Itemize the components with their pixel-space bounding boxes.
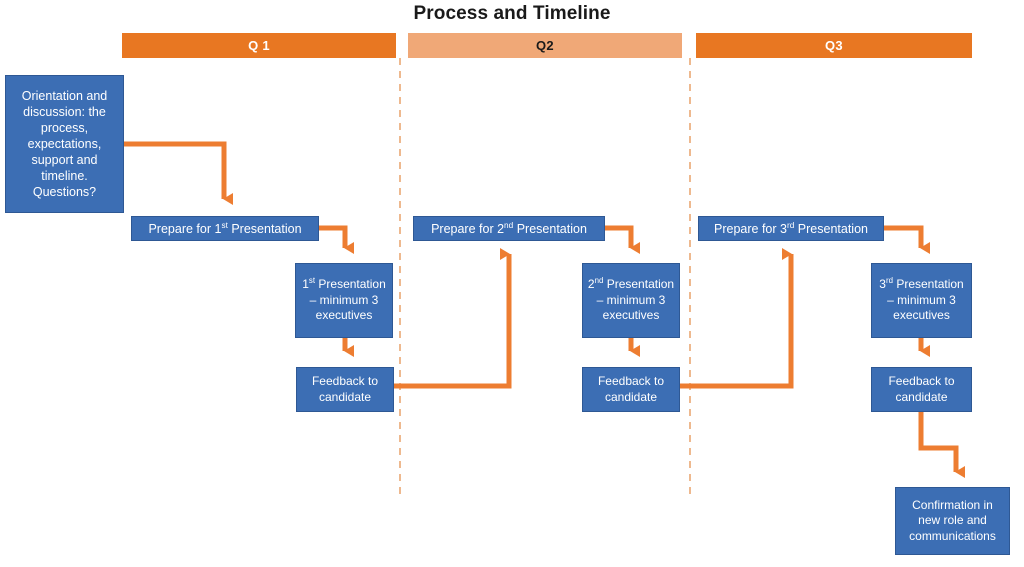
orientation-and-discussion-box[interactable]: Orientation and discussion: the process,… (5, 75, 124, 213)
connector-prepare-3-to-presentation-3 (884, 225, 930, 254)
prepare-second-presentation-label: Prepare for 2nd Presentation (431, 220, 587, 236)
confirmation-in-new-role-label: Confirmation in new role and communicati… (909, 497, 996, 543)
feedback-to-candidate-box-1[interactable]: Feedback to candidate (296, 367, 394, 412)
second-presentation-label: 2nd Presentation – minimum 3 executives (587, 276, 675, 323)
connector-orientation-to-prepare-1 (124, 141, 233, 205)
quarter-bar-q3[interactable]: Q3 (696, 33, 972, 58)
quarter-bar-q3-label: Q3 (825, 38, 843, 53)
prepare-first-presentation-label: Prepare for 1st Presentation (148, 220, 302, 236)
feedback-to-candidate-box-2[interactable]: Feedback to candidate (582, 367, 680, 412)
connector-feedback-1-to-prepare-2 (394, 248, 512, 389)
quarter-bar-q1-label: Q 1 (248, 38, 270, 53)
connector-feedback-3-to-confirmation (918, 412, 965, 478)
feedback-to-candidate-label-3: Feedback to candidate (888, 374, 955, 404)
page-title: Process and Timeline (413, 3, 611, 24)
prepare-third-presentation-label: Prepare for 3rd Presentation (714, 220, 868, 236)
prepare-third-presentation-box[interactable]: Prepare for 3rd Presentation (698, 216, 884, 241)
orientation-and-discussion-label: Orientation and discussion: the process,… (21, 89, 108, 199)
quarter-bar-q1[interactable]: Q 1 (122, 33, 396, 58)
prepare-first-presentation-box[interactable]: Prepare for 1st Presentation (131, 216, 319, 241)
quarter-bar-q2-label: Q2 (536, 38, 554, 53)
feedback-to-candidate-label-1: Feedback to candidate (311, 374, 379, 404)
confirmation-in-new-role-box[interactable]: Confirmation in new role and communicati… (895, 487, 1010, 555)
third-presentation-box[interactable]: 3rd Presentation – minimum 3 executives (871, 263, 972, 338)
connector-prepare-2-to-presentation-2 (605, 225, 640, 254)
feedback-to-candidate-label-2: Feedback to candidate (597, 374, 665, 404)
first-presentation-label: 1st Presentation – minimum 3 executives (302, 276, 386, 323)
feedback-to-candidate-box-3[interactable]: Feedback to candidate (871, 367, 972, 412)
connector-prepare-1-to-presentation-1 (319, 225, 354, 254)
prepare-second-presentation-box[interactable]: Prepare for 2nd Presentation (413, 216, 605, 241)
third-presentation-label: 3rd Presentation – minimum 3 executives (879, 276, 964, 323)
connector-feedback-2-to-prepare-3 (680, 248, 794, 389)
second-presentation-box[interactable]: 2nd Presentation – minimum 3 executives (582, 263, 680, 338)
quarter-bar-q2[interactable]: Q2 (408, 33, 682, 58)
first-presentation-box[interactable]: 1st Presentation – minimum 3 executives (295, 263, 393, 338)
